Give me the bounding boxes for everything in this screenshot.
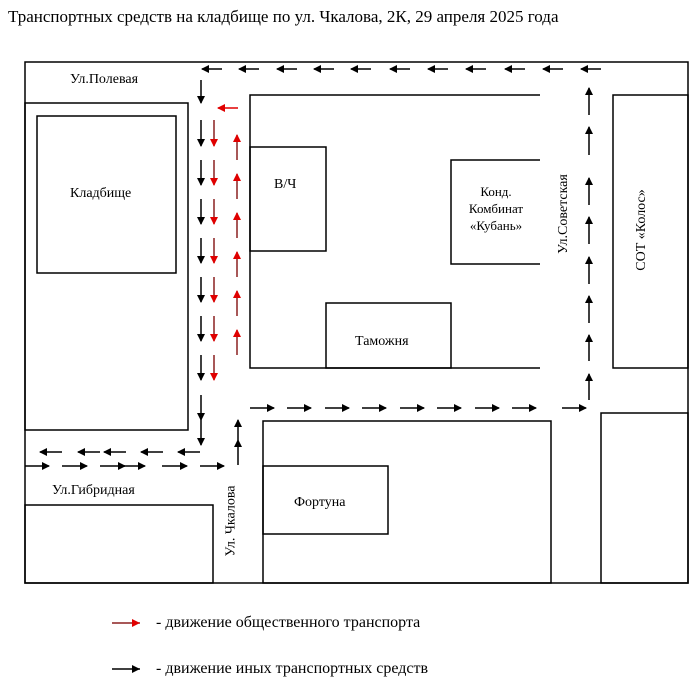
legend-public-transport: - движение общественного транспорта [112, 614, 420, 632]
kolos-label: СОТ «Колос» [633, 189, 649, 271]
kuban-block [450, 159, 540, 265]
legend-other-vehicles-text: - движение иных транспортных средств [156, 660, 429, 677]
traffic-map [24, 61, 689, 584]
page-title: Транспортных средств на кладбище по ул. … [8, 7, 559, 26]
kuban-label-line2: Комбинат [468, 201, 524, 216]
customs-block [325, 302, 452, 369]
cemetery-label: Кладбище [70, 186, 132, 201]
lower-left-block [24, 504, 214, 584]
customs-label: Таможня [355, 334, 409, 349]
fortuna-block [262, 465, 389, 535]
red-arrow-icon [112, 619, 140, 627]
cemetery-plot [36, 115, 177, 274]
fortuna-label: Фортуна [294, 495, 346, 510]
kuban-label-line3: «Кубань» [469, 218, 523, 233]
street-label-sovetskaya: Ул.Советская [555, 174, 571, 254]
kuban-label-line1: Конд. [480, 184, 512, 199]
street-label-poleva: Ул.Полевая [70, 72, 139, 87]
military-unit-block [249, 146, 327, 252]
black-arrow-icon [112, 665, 140, 673]
kolos-block [612, 94, 689, 369]
kuban-label: Конд. Комбинат «Кубань» [452, 183, 540, 234]
street-label-chkalova: Ул. Чкалова [223, 485, 239, 557]
legend-public-transport-text: - движение общественного транспорта [156, 614, 421, 631]
bottom-right-block [600, 412, 689, 584]
map-outlines [24, 61, 689, 584]
legend-other-vehicles: - движение иных транспортных средств [112, 660, 428, 678]
cemetery-block [24, 102, 189, 431]
military-unit-label: В/Ч [274, 177, 297, 192]
street-label-gibridnaya: Ул.Гибридная [52, 483, 135, 498]
